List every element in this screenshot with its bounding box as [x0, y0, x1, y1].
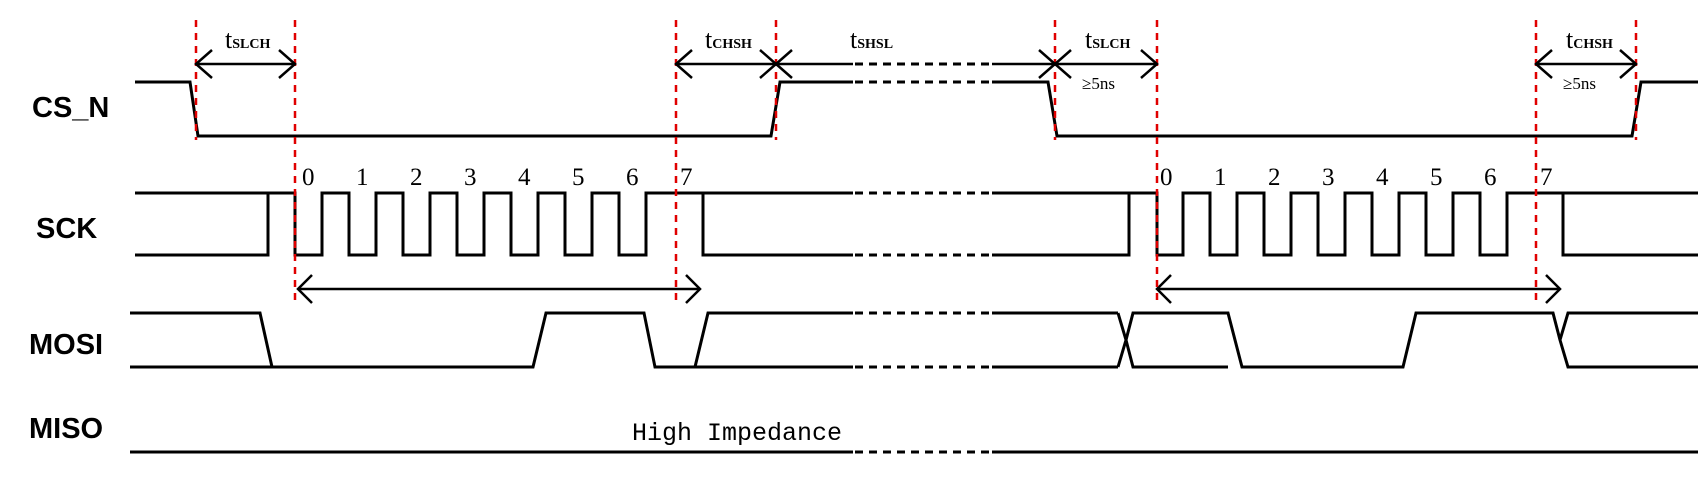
signal-label-mosi: MOSI — [29, 329, 103, 361]
min-constraint-label-2: ≥5ns — [1563, 74, 1596, 93]
signal-label-cs: CS_N — [32, 92, 109, 124]
clock-number: 6 — [1484, 164, 1497, 191]
timing-arrows — [194, 49, 1638, 79]
clock-number: 3 — [1322, 164, 1335, 191]
timing-label-tslch-1: tSLCH — [225, 25, 270, 54]
clock-numbers-group-1: 0 1 2 3 4 5 6 7 — [302, 164, 693, 191]
timing-markers — [194, 20, 1638, 300]
clock-numbers-group-2: 0 1 2 3 4 5 6 7 — [1160, 164, 1553, 191]
clock-number: 4 — [1376, 164, 1389, 191]
sck-waveform — [135, 191, 1698, 257]
clock-number: 3 — [464, 164, 477, 191]
clock-number: 1 — [1214, 164, 1227, 191]
min-constraint-label-1: ≥5ns — [1082, 74, 1115, 93]
clock-number: 6 — [626, 164, 639, 191]
clock-number: 2 — [1268, 164, 1281, 191]
timing-label-tchsh-2: tCHSH — [1566, 25, 1613, 54]
clock-number: 5 — [1430, 164, 1443, 191]
timing-label-tchsh-1: tCHSH — [705, 25, 752, 54]
clock-number: 2 — [410, 164, 423, 191]
mosi-waveform — [130, 311, 1698, 369]
byte-span-arrow-2 — [1155, 274, 1562, 304]
clock-number: 1 — [356, 164, 369, 191]
clock-number: 7 — [680, 164, 693, 191]
clock-number: 0 — [302, 164, 315, 191]
byte-span-arrow-1 — [296, 274, 702, 304]
timing-label-tslch-2: tSLCH — [1085, 25, 1130, 54]
clock-number: 0 — [1160, 164, 1173, 191]
miso-state-label: High Impedance — [632, 419, 842, 448]
clock-number: 7 — [1540, 164, 1553, 191]
clock-number: 4 — [518, 164, 531, 191]
signal-label-sck: SCK — [36, 213, 97, 245]
signal-label-miso: MISO — [29, 413, 103, 445]
clock-number: 5 — [572, 164, 585, 191]
timing-label-tshsl: tSHSL — [850, 25, 893, 54]
cs-waveform — [135, 80, 1698, 138]
